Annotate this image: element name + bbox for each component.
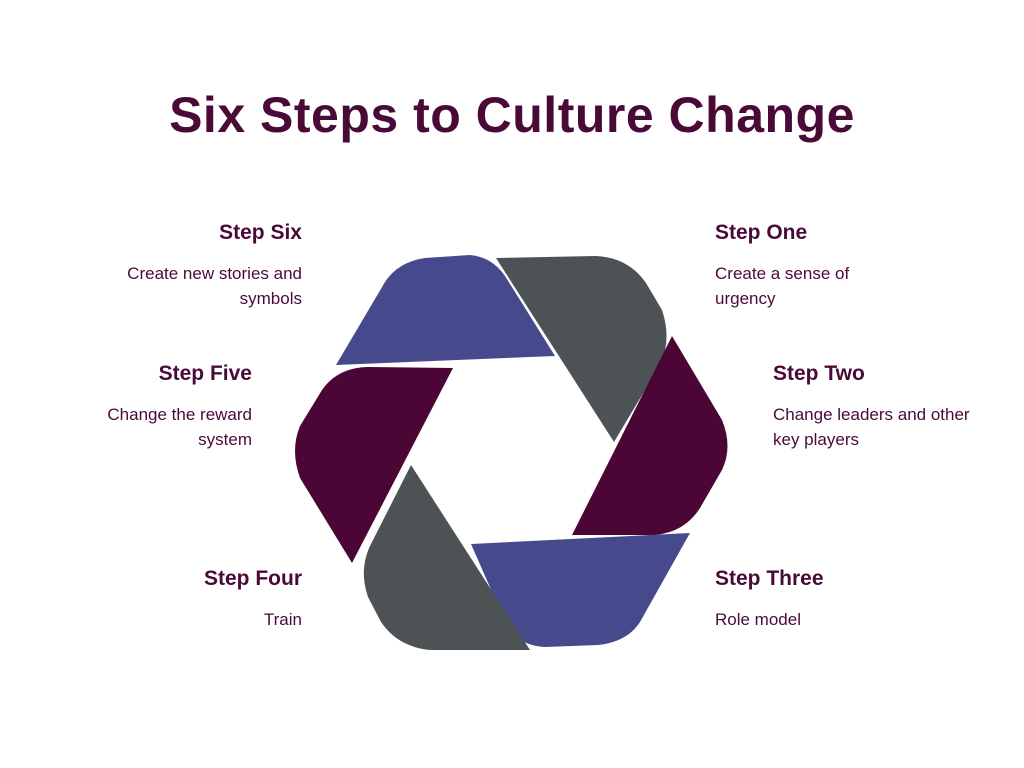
step-three-description: Role model bbox=[715, 610, 801, 629]
step-two-title: Step Two bbox=[773, 362, 865, 385]
step-six: Step Six Create new stories and symbols bbox=[62, 222, 302, 311]
step-four: Step Four Train bbox=[62, 568, 302, 632]
segment-step-five bbox=[295, 367, 453, 563]
step-five-description: Change the reward system bbox=[107, 405, 252, 449]
step-five: Step Five Change the reward system bbox=[12, 363, 252, 452]
segment-step-three bbox=[471, 533, 690, 647]
step-three-title: Step Three bbox=[715, 567, 824, 590]
step-one-title: Step One bbox=[715, 221, 808, 244]
segment-step-six bbox=[336, 255, 555, 365]
step-one-description: Create a sense of urgency bbox=[715, 264, 850, 308]
step-two: Step Two Change leaders and other key pl… bbox=[773, 363, 1013, 452]
segment-step-four bbox=[363, 465, 530, 650]
step-one: Step One Create a sense of urgency bbox=[715, 222, 955, 311]
step-five-title: Step Five bbox=[158, 362, 252, 385]
segment-step-one bbox=[496, 256, 667, 442]
step-two-description: Change leaders and other key players bbox=[773, 405, 970, 449]
step-four-description: Train bbox=[263, 610, 302, 629]
step-four-title: Step Four bbox=[204, 567, 302, 590]
step-six-description: Create new stories and symbols bbox=[127, 264, 302, 308]
step-six-title: Step Six bbox=[219, 221, 302, 244]
step-three: Step Three Role model bbox=[715, 568, 955, 632]
page-title: Six Steps to Culture Change bbox=[169, 87, 855, 143]
segment-step-two bbox=[572, 336, 728, 535]
